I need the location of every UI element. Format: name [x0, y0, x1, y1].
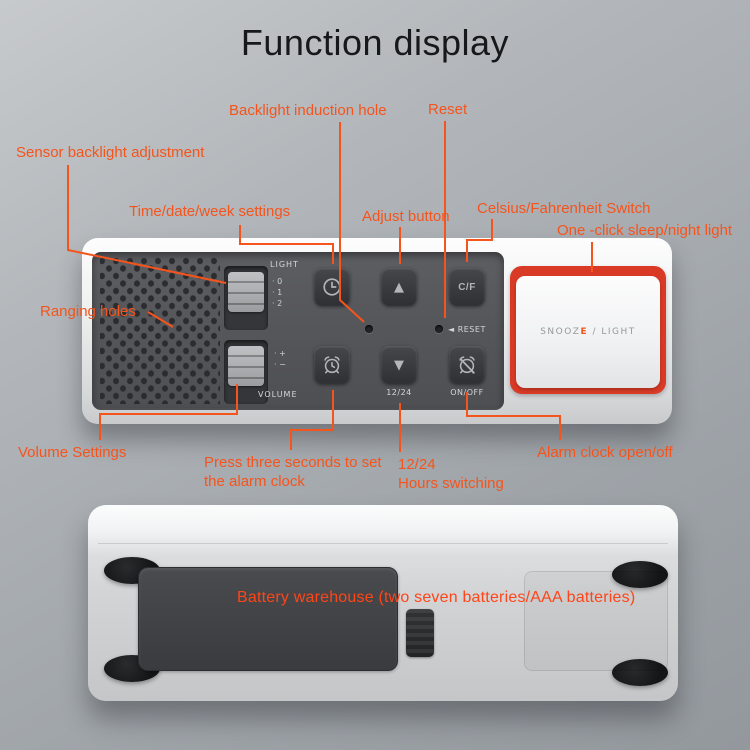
battery-door [138, 567, 398, 671]
bottom-seam-panel [524, 571, 668, 671]
label-alarm-open-off: Alarm clock open/off [537, 444, 673, 461]
label-sensor-backlight: Sensor backlight adjustment [16, 144, 205, 161]
reset-hole [435, 325, 443, 333]
light-slider-knob [228, 272, 264, 312]
adjust-up-button: ▲ [381, 268, 417, 306]
volume-print: VOLUME [258, 390, 298, 399]
print-1224: 12/24 [386, 388, 412, 397]
snooze-light-print: SNOOZE / LIGHT [540, 327, 636, 337]
clock-bottom-view [88, 505, 678, 701]
label-hours-line2: Hours switching [398, 474, 504, 492]
cf-switch-button: C/F [449, 268, 485, 306]
cf-button-label: C/F [458, 281, 476, 293]
label-cf-switch: Celsius/Fahrenheit Switch [477, 200, 651, 217]
page-title: Function display [240, 22, 510, 63]
label-reset: Reset [428, 101, 468, 118]
clock-icon [323, 278, 341, 296]
alarm-set-button [314, 346, 350, 384]
volume-slider-knob [228, 346, 264, 386]
label-battery-warehouse: Battery warehouse (two seven batteries/A… [237, 589, 636, 606]
up-arrow-icon: ▲ [394, 279, 404, 295]
down-arrow-icon: ▼ [394, 357, 404, 373]
label-hours-line1: 12/24 [398, 456, 436, 473]
time-set-button [314, 268, 350, 306]
alarm-clock-icon [324, 356, 340, 374]
label-adjust-button: Adjust button [362, 208, 450, 225]
light-slider [224, 266, 268, 330]
battery-door-latch [406, 609, 434, 657]
label-time-settings: Time/date/week settings [129, 203, 291, 220]
snooze-light-button: SNOOZE / LIGHT [516, 276, 660, 388]
light-print: LIGHT [270, 260, 299, 269]
alarm-off-icon [459, 356, 475, 374]
print-onoff: ON/OFF [450, 388, 484, 397]
label-one-click-sleep: One -click sleep/night light [557, 222, 733, 239]
speaker-grille [100, 258, 220, 404]
backlight-sensor-hole [365, 325, 373, 333]
label-volume-settings: Volume Settings [18, 444, 127, 461]
light-marks: · 0 · 1 · 2 [272, 277, 283, 308]
volume-marks: · + · − [274, 349, 286, 369]
rubber-foot [612, 561, 668, 588]
label-hours-switching: 12/24 Hours switching [398, 456, 504, 494]
clock-back-view: SNOOZE / LIGHT LIGHT · 0 · 1 · 2 · + · − [82, 238, 672, 424]
reset-print: ◄ RESET [448, 325, 486, 334]
rubber-foot [612, 659, 668, 686]
alarm-onoff-button [449, 346, 485, 384]
adjust-down-button: ▼ [381, 346, 417, 384]
label-ranging-holes: Ranging holes [40, 303, 136, 320]
label-press-three-seconds: Press three seconds to set the alarm clo… [204, 454, 382, 490]
back-panel-recess: LIGHT · 0 · 1 · 2 · + · − VOLUME [92, 252, 504, 410]
label-backlight-hole: Backlight induction hole [229, 102, 387, 119]
